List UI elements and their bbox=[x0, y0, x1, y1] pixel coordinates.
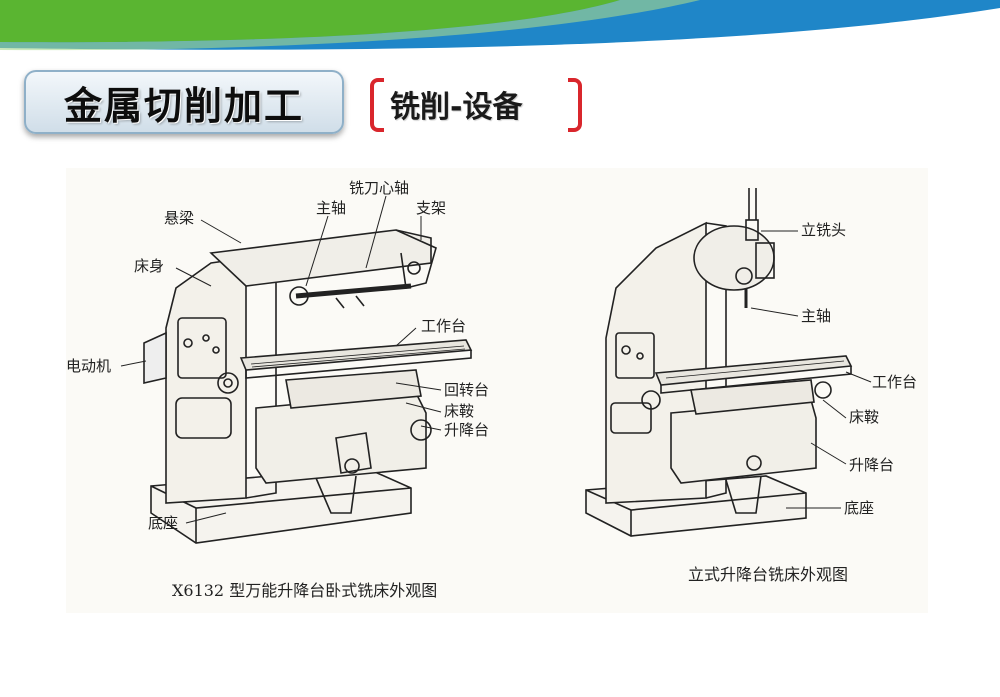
caption-right: 立式升降台铣床外观图 bbox=[688, 565, 848, 584]
label-swivel: 回转台 bbox=[444, 381, 489, 399]
vertical-milling-machine-drawing bbox=[585, 188, 853, 537]
bracket-left bbox=[370, 78, 384, 132]
milling-machine-figure: 铣刀心轴 主轴 支架 悬梁 床身 工作台 电动机 回转台 床鞍 升降台 底座 X… bbox=[66, 168, 928, 613]
title-box: 金属切削加工 bbox=[24, 70, 344, 134]
label-spindle-right: 主轴 bbox=[801, 307, 831, 325]
label-saddle-right: 床鞍 bbox=[849, 408, 879, 426]
label-column: 床身 bbox=[134, 257, 164, 275]
header-banner bbox=[0, 0, 1000, 51]
page-title: 金属切削加工 bbox=[63, 83, 304, 128]
caption-left: X6132 型万能升降台卧式铣床外观图 bbox=[172, 581, 437, 600]
label-base-right: 底座 bbox=[844, 499, 874, 517]
label-table-left: 工作台 bbox=[421, 317, 466, 335]
label-motor: 电动机 bbox=[66, 357, 111, 375]
label-table-right: 工作台 bbox=[872, 373, 917, 391]
label-saddle-left: 床鞍 bbox=[444, 402, 474, 420]
label-head: 立铣头 bbox=[801, 221, 846, 239]
page-subtitle: 铣削-设备 bbox=[390, 90, 523, 125]
label-knee-left: 升降台 bbox=[444, 421, 489, 439]
bracket-right bbox=[568, 78, 582, 132]
label-overarm: 悬梁 bbox=[164, 209, 194, 227]
horizontal-milling-machine-drawing bbox=[143, 229, 473, 544]
label-base-left: 底座 bbox=[148, 514, 178, 532]
label-spindle-left: 主轴 bbox=[316, 199, 346, 217]
label-arbor: 铣刀心轴 bbox=[349, 179, 409, 197]
label-knee-right: 升降台 bbox=[849, 456, 894, 474]
label-support: 支架 bbox=[416, 199, 446, 217]
